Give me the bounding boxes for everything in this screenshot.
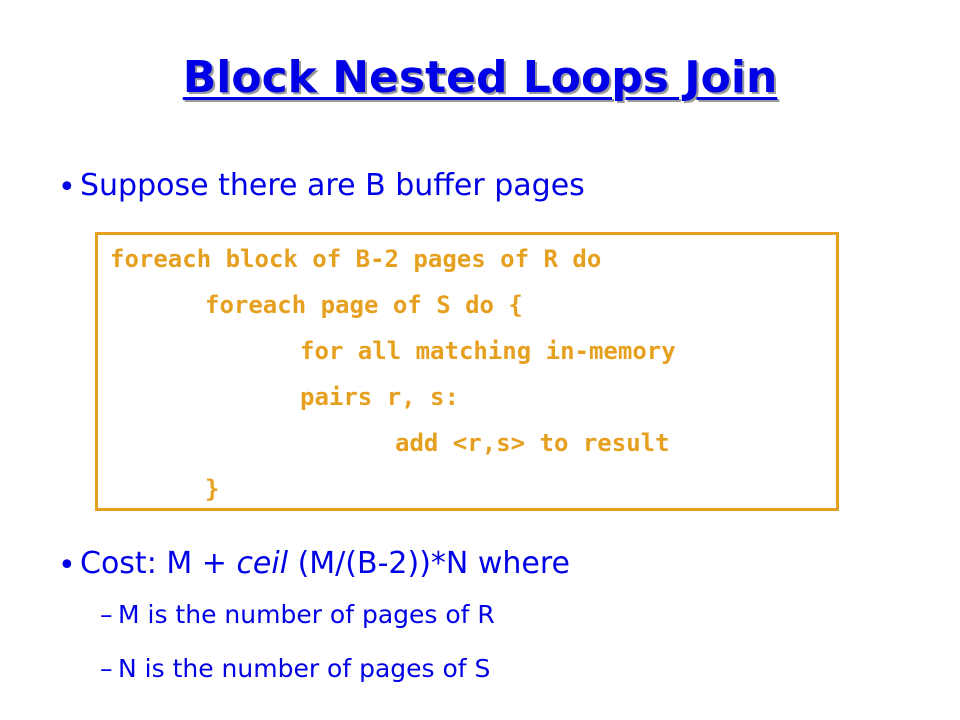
- code-line: foreach block of B-2 pages of R do: [110, 245, 602, 273]
- sub-bullet-dash: –: [100, 654, 113, 683]
- code-line: pairs r, s:: [300, 383, 459, 411]
- code-line: }: [205, 475, 220, 503]
- slide-title: Block Nested Loops Join: [182, 52, 778, 103]
- code-line: foreach page of S do {: [205, 291, 523, 319]
- bullet-marker: •: [58, 548, 76, 583]
- pseudocode-box: foreach block of B-2 pages of R do forea…: [95, 232, 839, 511]
- sub-bullet-dash: –: [100, 600, 113, 629]
- cost-suffix: (M/(B-2))*N where: [288, 546, 571, 581]
- code-line: add <r,s> to result: [395, 429, 670, 457]
- bullet-marker: •: [58, 170, 76, 205]
- sub-bullet-n: N is the number of pages of S: [118, 654, 491, 683]
- code-line: for all matching in-memory: [300, 337, 676, 365]
- bullet-cost: Cost: M + ceil (M/(B-2))*N where: [80, 546, 570, 581]
- cost-prefix: Cost: M +: [80, 546, 237, 581]
- sub-bullet-m: M is the number of pages of R: [118, 600, 495, 629]
- bullet-buffer-pages: Suppose there are B buffer pages: [80, 168, 585, 203]
- cost-ceil: ceil: [236, 546, 289, 581]
